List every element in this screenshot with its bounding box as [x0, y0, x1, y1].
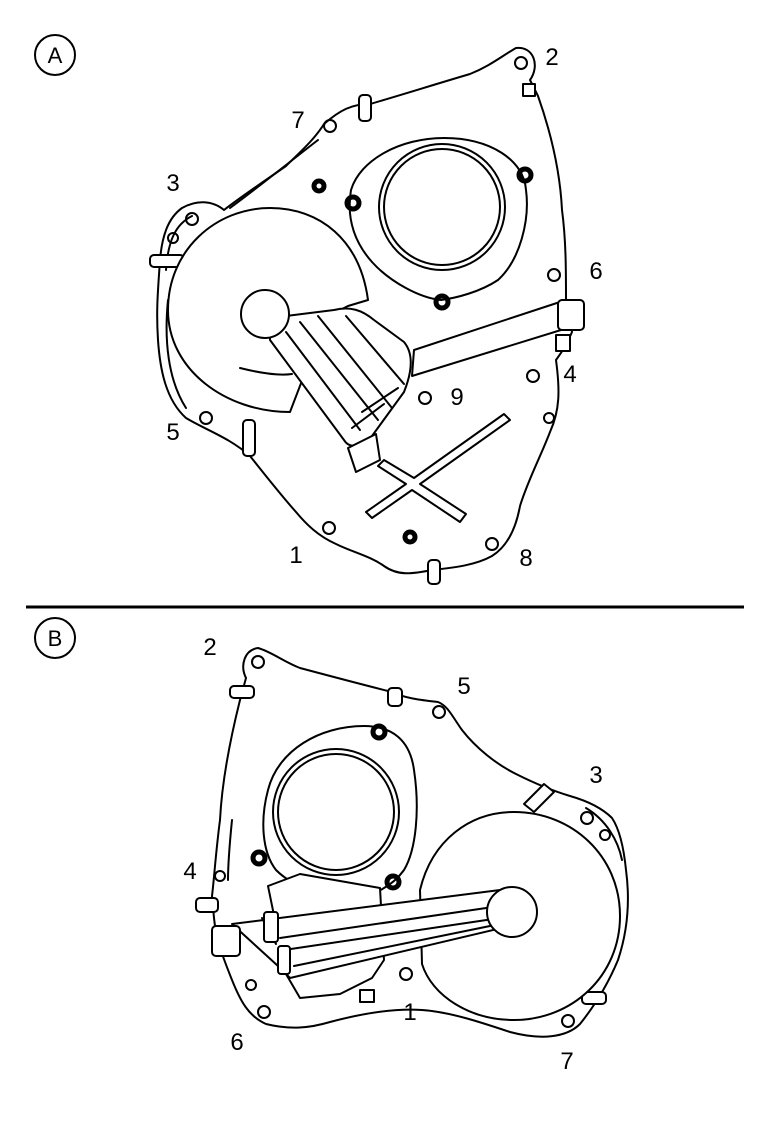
- bolt-hole: [485, 537, 499, 551]
- bolt-hole: [311, 178, 327, 194]
- x-slot-a: [365, 413, 511, 523]
- bolt-hole: [199, 411, 213, 425]
- shaft-end-b: [211, 925, 241, 957]
- bolt-hole: [432, 705, 446, 719]
- bolt-hole: [344, 194, 362, 212]
- bolt-hole: [257, 1005, 271, 1019]
- callout-label: 3: [166, 170, 179, 197]
- bolt-hole: [561, 1014, 575, 1028]
- disc-cut-a: [239, 367, 293, 376]
- bolt-hole: [402, 529, 418, 545]
- bolt-hole: [185, 212, 199, 226]
- seal-housing-a: [348, 137, 528, 301]
- bolt-hole: [167, 232, 179, 244]
- dowel-pin: [359, 989, 375, 1003]
- bolt-hole: [418, 391, 432, 405]
- dowel-pin: [387, 687, 403, 707]
- panel-a-letter: A: [48, 43, 63, 68]
- dowel-pin: [358, 94, 372, 122]
- callout-label: 5: [457, 673, 470, 700]
- panel-a-badge: [34, 34, 76, 76]
- lever-b-foot: [263, 911, 279, 943]
- dowel-pin: [427, 559, 441, 585]
- panel-b: B: [34, 617, 629, 1038]
- bolt-hole: [322, 521, 336, 535]
- dowel-pin: [229, 685, 255, 699]
- callouts-b: 2 5 3 4 1 6 7: [183, 634, 602, 1075]
- bolt-hole: [599, 829, 611, 841]
- lever-a-ribs: [285, 315, 405, 431]
- bolt-hole: [514, 56, 528, 70]
- callout-label: 9: [450, 384, 463, 411]
- shaft-end-a: [557, 299, 585, 331]
- callout-label: 7: [291, 107, 304, 134]
- dowel-pin: [242, 419, 256, 457]
- panel-b-letter: B: [48, 626, 63, 651]
- oil-seal-outer: [378, 143, 506, 271]
- callout-label: 4: [563, 361, 576, 388]
- panel-b-badge: [34, 617, 76, 659]
- callout-label: 2: [203, 634, 216, 661]
- bolt-hole: [543, 412, 555, 424]
- pivot-boss-b: [486, 886, 538, 938]
- bolt-hole: [214, 870, 226, 882]
- cover-b-flange: [227, 807, 623, 881]
- dowel-pin: [555, 334, 571, 352]
- oil-seal-inner: [277, 753, 395, 871]
- bolt-hole: [399, 967, 413, 981]
- callout-label: 8: [519, 545, 532, 572]
- dowel-pin: [522, 83, 536, 97]
- dowel-pin: [195, 897, 219, 913]
- pivot-boss-a: [240, 289, 290, 339]
- callouts-a: 2 7 3 6 4 9 5 1 8: [166, 44, 602, 572]
- callout-label: 1: [403, 999, 416, 1026]
- callout-label: 4: [183, 858, 196, 885]
- dowel-pin: [581, 991, 607, 1005]
- oil-seal-inner: [383, 148, 501, 266]
- callout-label: 6: [230, 1029, 243, 1056]
- bolt-hole: [245, 979, 257, 991]
- callout-label: 6: [589, 258, 602, 285]
- bolt-hole: [526, 369, 540, 383]
- panel-a: A: [34, 34, 585, 585]
- bolt-hole: [323, 119, 337, 133]
- bolt-hole: [370, 723, 388, 741]
- bolt-hole: [580, 811, 594, 825]
- bolt-hole: [251, 655, 265, 669]
- callout-label: 7: [560, 1048, 573, 1075]
- lever-a-foot: [347, 433, 381, 473]
- bolt-hole: [250, 849, 268, 867]
- bolt-hole: [433, 293, 451, 311]
- shaft-arm-a: [411, 299, 575, 377]
- bolt-hole: [547, 268, 561, 282]
- seal-housing-b: [262, 725, 418, 898]
- callout-label: 5: [166, 419, 179, 446]
- bolt-hole: [384, 873, 402, 891]
- cover-b-outline: [211, 647, 629, 1038]
- bolt-hole: [516, 166, 534, 184]
- callout-label: 3: [589, 762, 602, 789]
- callout-label: 1: [289, 542, 302, 569]
- lever-b-foot: [277, 945, 291, 975]
- oil-seal-outer: [272, 748, 400, 876]
- callout-label: 2: [545, 44, 558, 71]
- lever-b-ribs: [261, 905, 501, 967]
- dowel-pin: [523, 783, 555, 813]
